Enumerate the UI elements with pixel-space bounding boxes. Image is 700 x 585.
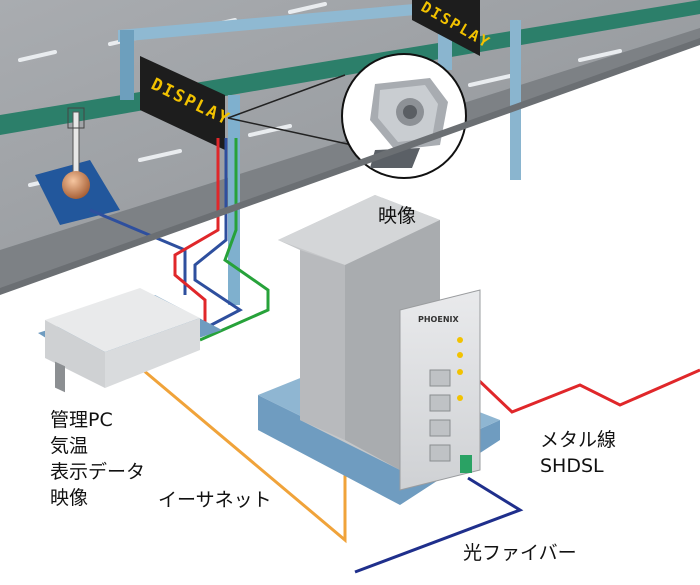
cable-red-metal	[468, 368, 700, 414]
camera-callout	[227, 53, 467, 179]
fiber-label: 光ファイバー	[463, 542, 577, 564]
camera-label: 映像	[378, 205, 417, 227]
pc-label-1: 管理PC	[50, 409, 113, 431]
cable-green	[199, 138, 270, 342]
temperature-sensor	[35, 107, 120, 225]
cable-blue-camera	[191, 138, 243, 337]
management-pc	[38, 288, 222, 393]
phoenix-device: PHOENIX	[258, 195, 500, 505]
pc-label-4: 映像	[50, 487, 89, 509]
pc-label-2: 気温	[50, 435, 89, 457]
cable-fiber	[354, 476, 524, 574]
ethernet-label: イーサネット	[158, 489, 272, 511]
shdsl-label: SHDSL	[540, 455, 604, 477]
status-leds	[457, 337, 463, 401]
device-brand-label: PHOENIX	[418, 315, 459, 324]
metal-line-label: メタル線	[540, 429, 617, 451]
camera-icon	[370, 78, 448, 168]
road-edge	[0, 38, 700, 295]
pc-label-3: 表示データ	[50, 461, 146, 483]
